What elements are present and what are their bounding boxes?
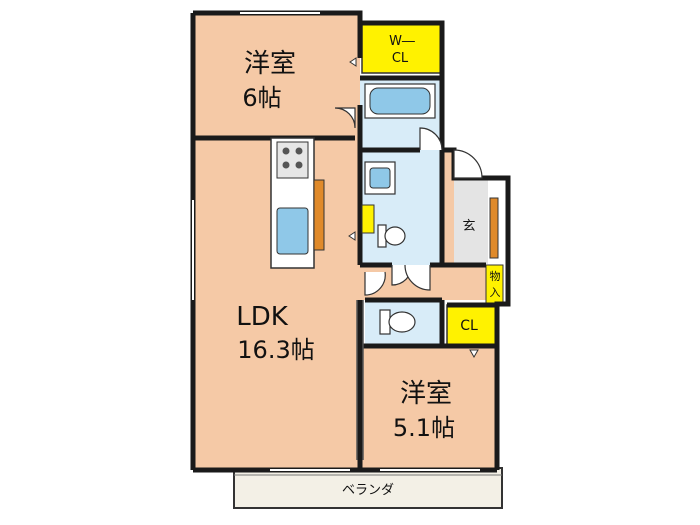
- shoe-storage: [489, 197, 499, 259]
- storage-label-line1: 物: [490, 269, 501, 283]
- balcony: ベランダ: [233, 467, 503, 509]
- wash-basin: [364, 161, 396, 195]
- sliding-door: [356, 300, 364, 460]
- western-room-1: [193, 13, 360, 138]
- toilet-1: [377, 224, 406, 248]
- bathtub: [364, 83, 436, 119]
- entrance-label: 玄: [462, 219, 475, 234]
- toilet-2: [379, 309, 416, 335]
- ldk-size: 16.3帖: [237, 336, 314, 364]
- windows: [192, 12, 480, 471]
- western-room-1-name: 洋室: [244, 49, 296, 79]
- kitchen-counter: [270, 137, 325, 269]
- window-lines: [190, 10, 480, 473]
- entrance-area: [454, 178, 488, 264]
- western-room-1-size: 6帖: [242, 84, 281, 112]
- western-room-2-name: 洋室: [400, 379, 452, 409]
- markers: [348, 57, 479, 359]
- cl-label: CL: [460, 318, 478, 334]
- wcl-label-line2: CL: [392, 51, 409, 66]
- western-room-2-size: 5.1帖: [393, 414, 455, 442]
- hallway-upper: [442, 150, 454, 265]
- storage-label-line2: 入: [490, 286, 501, 299]
- balcony-label: ベランダ: [342, 483, 394, 498]
- ldk-name: LDK: [236, 302, 289, 332]
- wcl-label-line1: W―: [389, 34, 415, 49]
- door-swings: [334, 107, 483, 296]
- western-room-2: [360, 346, 497, 470]
- linen-closet: [361, 204, 375, 234]
